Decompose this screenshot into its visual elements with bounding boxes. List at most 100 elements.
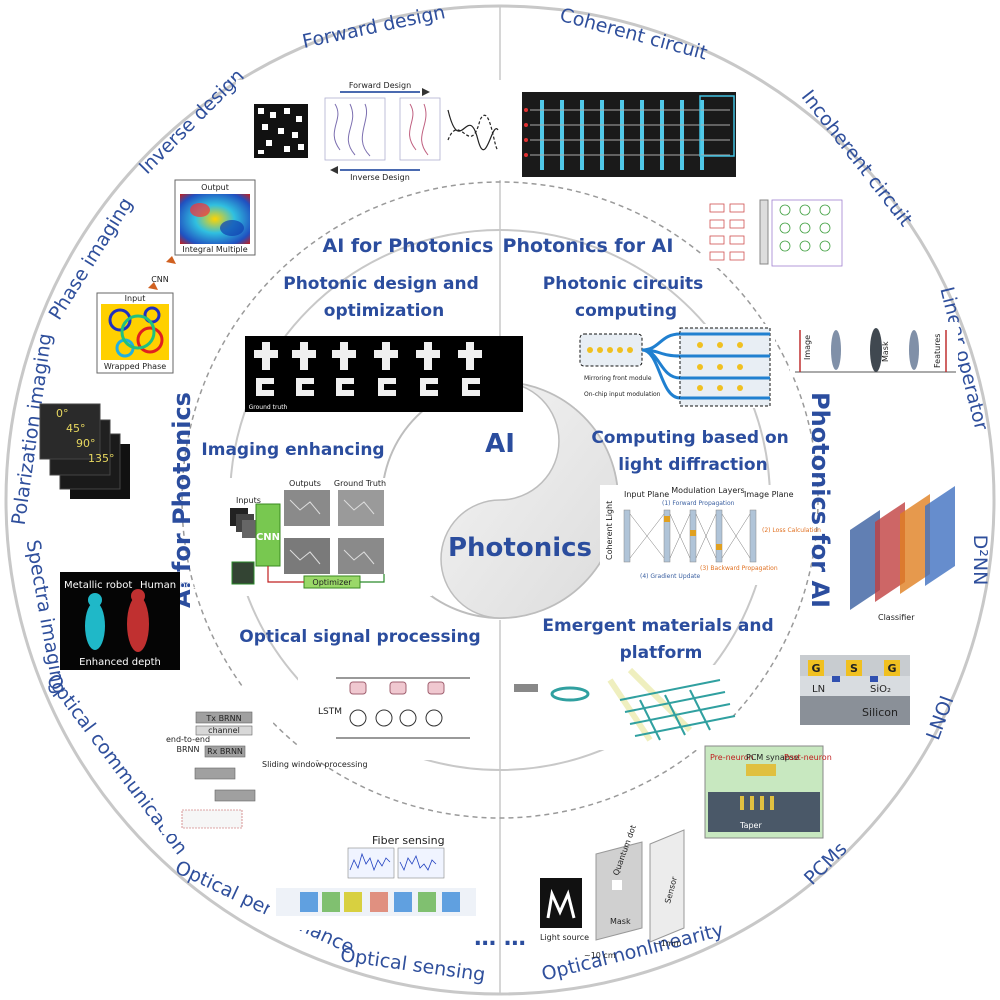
lnoi-g2-label: G	[887, 662, 896, 675]
pcm-synapse-label: PCM synapse	[746, 753, 799, 762]
wrapped-input-label: Input	[125, 294, 146, 303]
figure-wrapped-phase: Input Wrapped Phase	[96, 292, 174, 374]
lnoi-s-label: S	[850, 662, 858, 675]
wrapped-phase-label: Wrapped Phase	[104, 362, 166, 371]
figure-spectra-robot: Metallic robot Human body Enhanced depth	[60, 572, 204, 670]
cnn-inputs-label: Inputs	[236, 496, 261, 505]
pol-0-label: 0°	[56, 407, 69, 420]
post-neuron-label: Post-neuron	[784, 753, 832, 762]
topic-photonic-design-line1: Photonic design and	[283, 274, 479, 294]
rx-brnn-label: Rx BRNN	[207, 747, 243, 756]
brnn-label: BRNN	[176, 745, 199, 754]
outputs-label: Outputs	[289, 479, 321, 488]
topic-emergent-materials-line2: platform	[620, 643, 703, 663]
pol-90-label: 90°	[76, 437, 96, 450]
image-plane-label: Image Plane	[744, 490, 794, 499]
metallic-robot-label: Metallic robot	[64, 580, 132, 591]
mirroring-front-module-label: Mirroring front module	[584, 375, 652, 382]
cnn-box-label: CNN	[256, 532, 280, 543]
figure-photonic-design-shapes: Ground truth	[245, 336, 523, 412]
modulation-layers-label: Modulation Layers	[671, 486, 744, 495]
center-ai-label: AI	[485, 429, 515, 459]
backward-propagation-label: (3) Backward Propagation	[700, 565, 778, 572]
yin-yang-center: AI Photonics	[381, 381, 619, 619]
forward-design-arrow-label: Forward Design	[349, 81, 411, 90]
cnn-arrow-label: CNN	[151, 275, 169, 284]
topic-photonic-circuits-line1: Photonic circuits	[543, 274, 704, 294]
figure-d2nn: Classifier	[850, 486, 955, 622]
distance-2-label: ~1mm	[654, 939, 682, 948]
outer-label-ellipsis: … …	[474, 926, 526, 951]
human-body-label: Human body	[140, 580, 204, 591]
ground-truth-label: Ground Truth	[334, 479, 386, 488]
distance-1-label: ~10 cm	[584, 951, 616, 960]
topic-emergent-materials: Emergent materials and platform	[542, 616, 779, 663]
side-title-ai-for-photonics: AI for Photonics	[168, 392, 196, 608]
light-source-label: Light source	[540, 933, 589, 942]
topic-imaging-enhancing: Imaging enhancing	[201, 440, 384, 460]
topic-light-diffraction-line1: Computing based on	[591, 428, 788, 448]
lnoi-sio2-label: SiO₂	[870, 684, 891, 695]
on-chip-input-label: On-chip input modulation	[584, 391, 661, 398]
d2nn-classifier-label: Classifier	[878, 613, 915, 622]
ring-title-photonics-for-ai: Photonics for AI	[503, 235, 674, 257]
gradient-update-label: (4) Gradient Update	[640, 573, 700, 580]
loss-calculation-label: (2) Loss Calculation	[762, 527, 821, 534]
side-title-photonics-for-ai: Photonics for AI	[806, 392, 834, 608]
lo-features-label: Features	[933, 334, 942, 368]
input-plane-label: Input Plane	[624, 490, 669, 499]
pol-135-label: 135°	[88, 452, 115, 465]
figure-emergent-materials	[505, 665, 736, 750]
topic-photonic-circuits-line2: computing	[575, 301, 677, 321]
lo-image-label: Image	[803, 335, 812, 360]
figure-pcms: Pre-neuron PCM synapse Post-neuron Taper	[704, 745, 832, 839]
topic-light-diffraction: Computing based on light diffraction	[591, 428, 794, 475]
end-to-end-label: end-to-end	[166, 735, 210, 744]
topic-light-diffraction-line2: light diffraction	[618, 455, 767, 475]
channel-label: channel	[208, 726, 240, 735]
lnoi-ln-label: LN	[812, 684, 825, 695]
topic-photonic-design: Photonic design and optimization	[283, 274, 484, 321]
forward-propagation-label: (1) Forward Propagation	[662, 500, 735, 507]
topic-photonic-design-line2: optimization	[324, 301, 444, 321]
sliding-window-label: Sliding window processing	[262, 760, 368, 769]
ring-title-ai-for-photonics: AI for Photonics	[323, 235, 494, 257]
outer-label-d2nn: D²NN	[969, 535, 991, 586]
optimizer-label: Optimizer	[312, 578, 352, 587]
taper-label: Taper	[739, 821, 762, 830]
topic-photonic-circuits: Photonic circuits computing	[543, 274, 709, 321]
figure-phase-output: Output Integral Multiple CNN	[148, 179, 256, 290]
figure-incoherent-circuit	[703, 196, 863, 268]
lnoi-g1-label: G	[811, 662, 820, 675]
pre-neuron-label: Pre-neuron	[710, 753, 754, 762]
figure-light-diffraction: Input Plane Modulation Layers Image Plan…	[600, 485, 821, 585]
topic-emergent-materials-line1: Emergent materials and	[542, 616, 773, 636]
phase-output-label: Output	[201, 183, 229, 192]
enhanced-depth-label: Enhanced depth	[79, 657, 161, 668]
integral-multiple-label: Integral Multiple	[182, 245, 247, 254]
dashed-ring	[181, 181, 819, 819]
lo-mask-label: Mask	[881, 341, 890, 362]
figure-optical-communication: Tx BRNN channel end-to-end BRNN Rx BRNN …	[163, 686, 368, 834]
figure-fiber-sensing: Fiber sensing	[270, 830, 480, 930]
figure-photonic-circuits: Mirroring front module On-chip input mod…	[575, 324, 775, 408]
coherent-light-label: Coherent Light	[605, 501, 614, 560]
topic-optical-signal-processing: Optical signal processing	[239, 627, 480, 647]
center-photonics-label: Photonics	[448, 533, 592, 563]
design-ground-truth-label: Ground truth	[249, 404, 288, 411]
figure-lnoi: G S G LN SiO₂ Silicon	[800, 655, 910, 725]
figure-lstm: LSTM	[298, 660, 482, 760]
figure-optical-nonlinearity: Sensor Quantum dot Mask Light source ~10…	[540, 824, 685, 960]
lstm-label: LSTM	[318, 707, 342, 717]
figure-linear-operator: Image Mask Features	[790, 322, 958, 376]
figure-coherent-circuit	[522, 92, 736, 177]
tx-brnn-label: Tx BRNN	[205, 714, 241, 723]
lnoi-silicon-label: Silicon	[862, 706, 898, 719]
figure-imaging-cnn: Inputs CNN Outputs Ground Truth Optimize…	[222, 478, 432, 596]
fiber-sensing-label: Fiber sensing	[372, 834, 445, 847]
figure-forward-inverse-design: Forward Design Inverse Design	[236, 80, 502, 182]
figure-polarization-stack: 0° 45° 90° 135°	[39, 403, 130, 499]
inverse-design-arrow-label: Inverse Design	[350, 173, 410, 182]
pol-45-label: 45°	[66, 422, 86, 435]
